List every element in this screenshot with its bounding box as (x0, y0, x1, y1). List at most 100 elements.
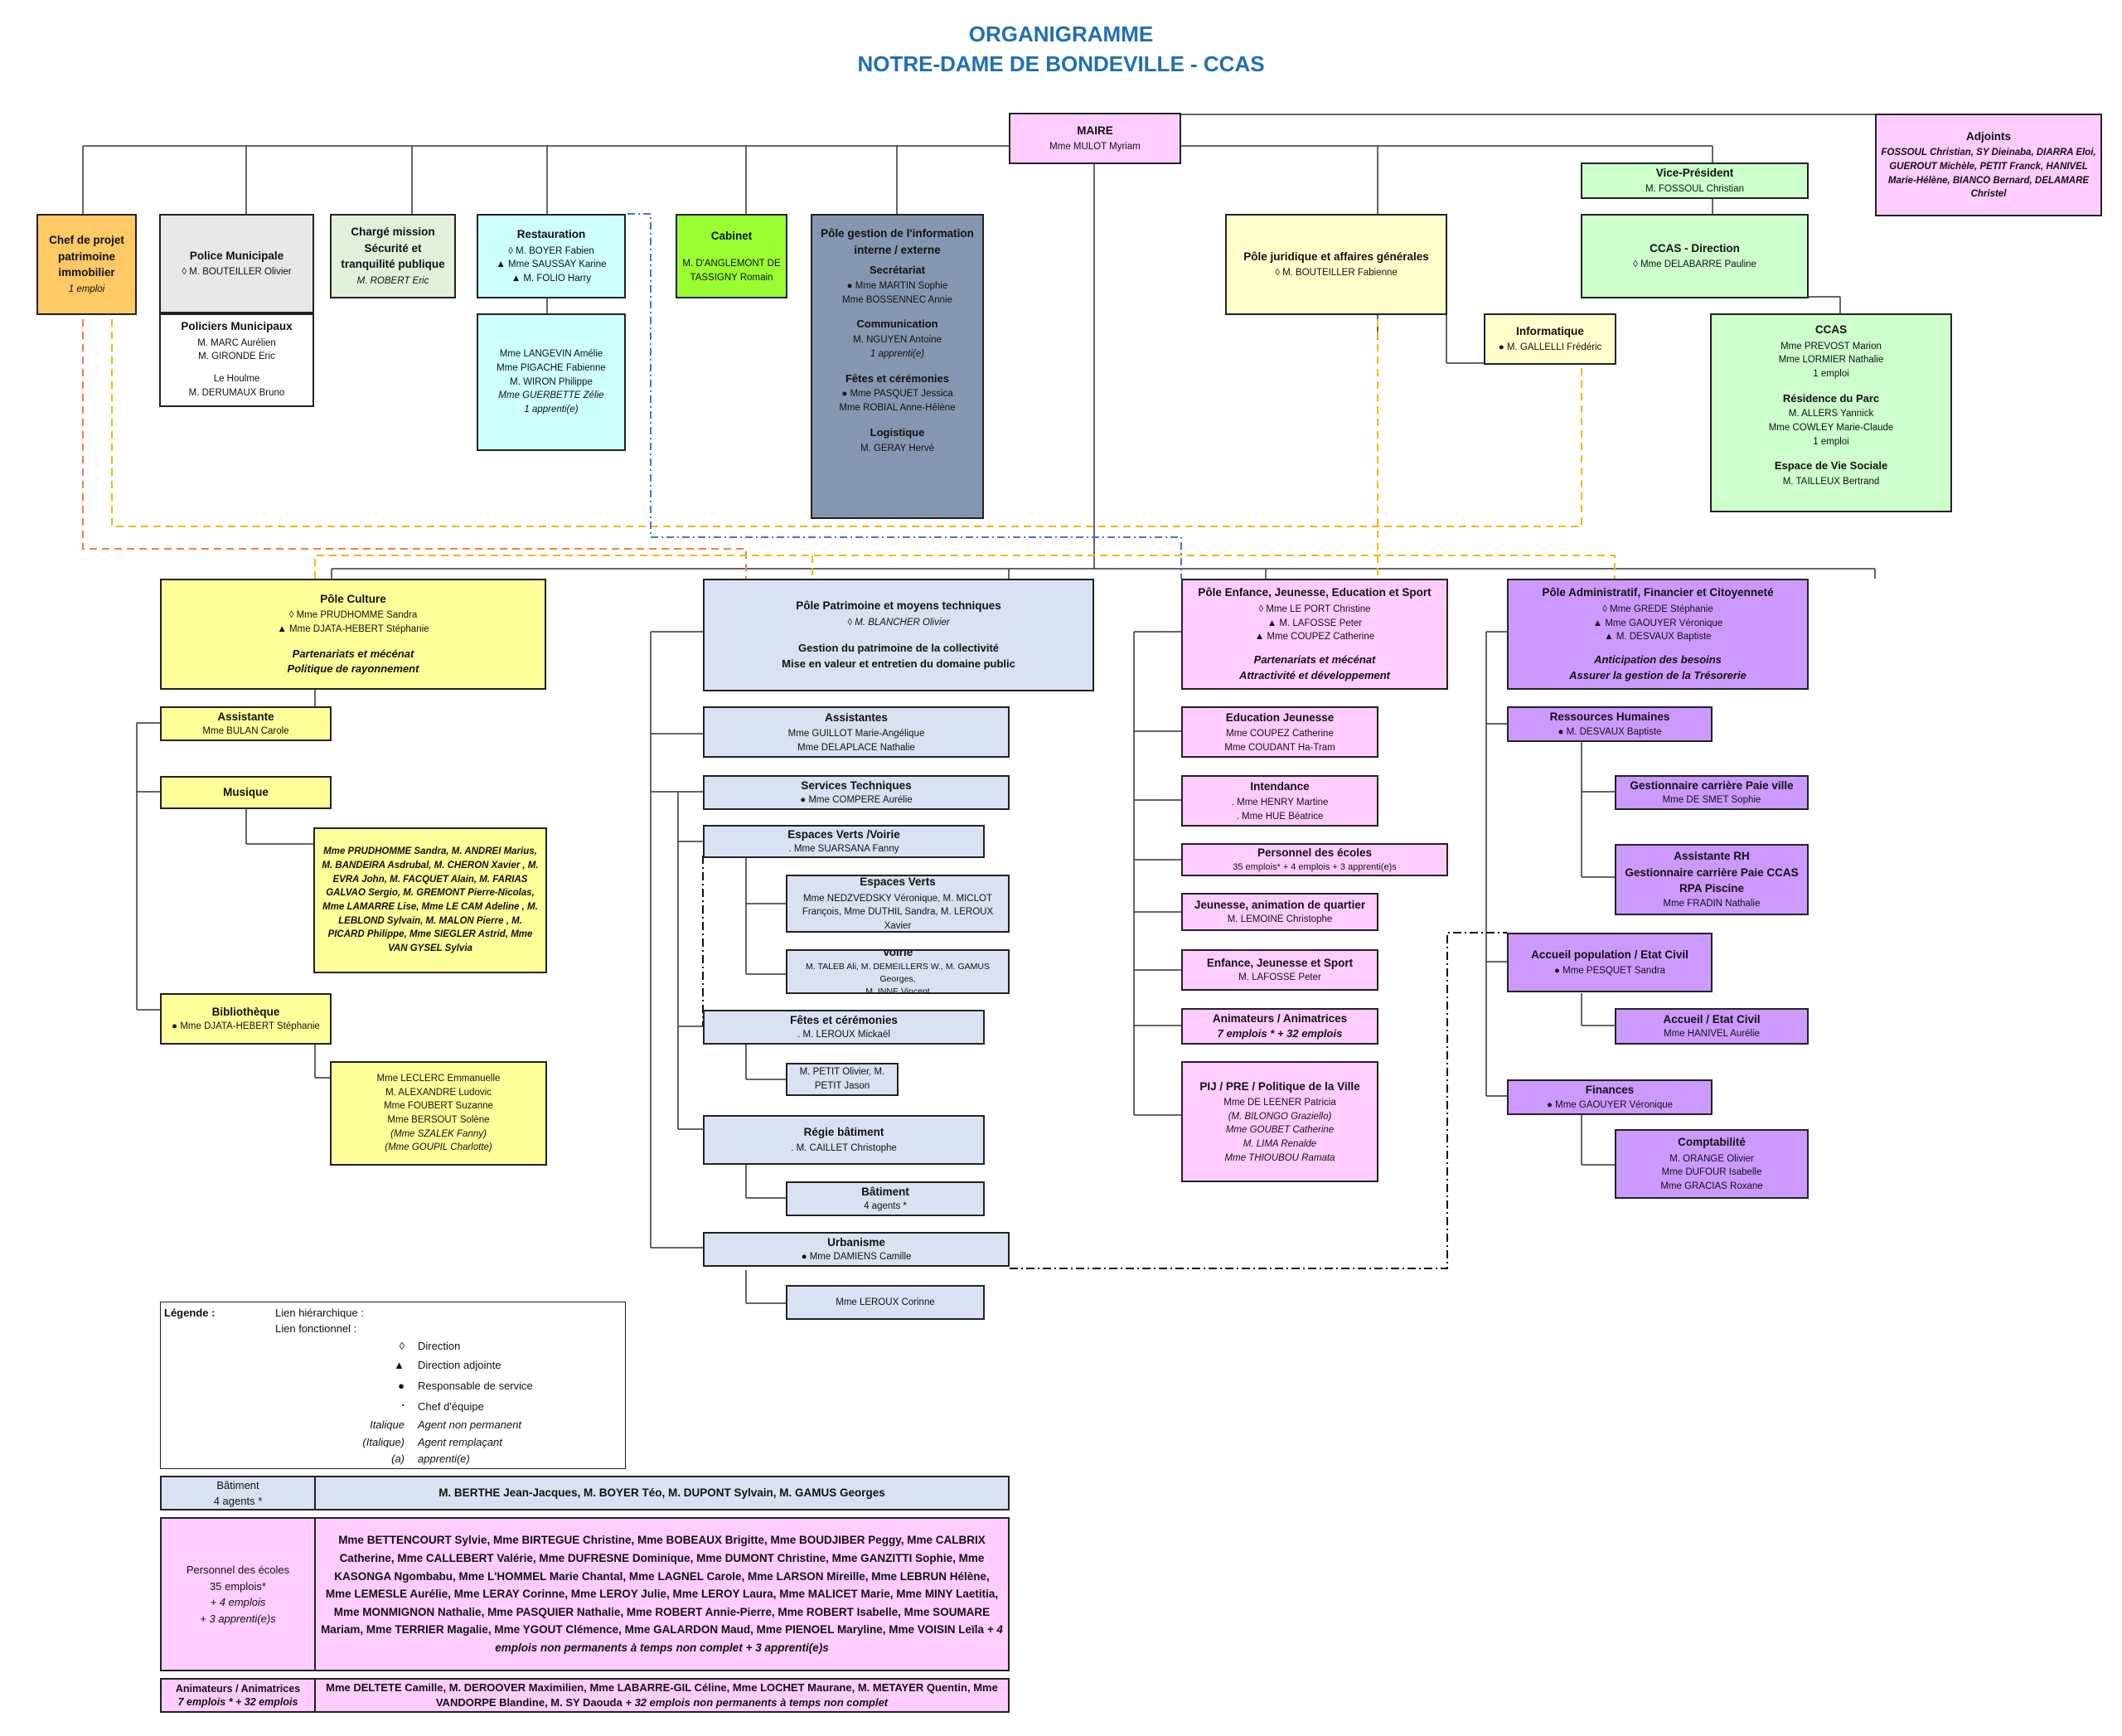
table-ecoles-label-c: + 4 emplois (210, 1596, 266, 1608)
legend-apprenti: apprenti(e) (418, 1452, 470, 1465)
pole-enfance-title: Pôle Enfance, Jeunesse, Education et Spo… (1198, 586, 1432, 599)
table-batiment: Bâtiment 4 agents * M. BERTHE Jean-Jacqu… (160, 1476, 1010, 1511)
table-animateurs: Animateurs / Animatrices 7 emplois * + 3… (160, 1678, 1010, 1713)
comptabilite-title: Comptabilité (1678, 1136, 1746, 1149)
chart-title-line2: NOTRE-DAME DE BONDEVILLE - CCAS (857, 51, 1265, 76)
bibliotheque-box: Bibliothèque ● Mme DJATA-HEBERT Stéphani… (160, 993, 332, 1045)
pole-info-s1: Secrétariat (869, 264, 926, 277)
ccas-s1c: 1 emploi (1813, 368, 1849, 379)
informatique-name: ● M. GALLELLI Frédéric (1498, 342, 1602, 353)
pole-info-s3a: ● Mme PASQUET Jessica (841, 389, 953, 400)
ccas-box: CCAS Mme PREVOST Marion Mme LORMIER Nath… (1710, 313, 1952, 512)
comptabilite-l2: Mme DUFOUR Isabelle (1661, 1167, 1762, 1178)
vice-president-name: M. FOSSOUL Christian (1645, 184, 1745, 195)
biblio-team-l5: (Mme SZALEK Fanny) (390, 1128, 487, 1139)
legend-sym-chef-equipe: . (401, 1396, 405, 1409)
intendance-box: Intendance . Mme HENRY Martine . Mme HUE… (1181, 775, 1378, 827)
finances-name: ● Mme GAOUYER Véronique (1546, 1099, 1674, 1110)
pole-culture-box: Pôle Culture ◊ Mme PRUDHOMME Sandra ▲ Mm… (160, 579, 546, 690)
pole-admin-title: Pôle Administratif, Financier et Citoyen… (1542, 586, 1774, 599)
bibliotheque-team-box: Mme LECLERC Emmanuelle M. ALEXANDRE Ludo… (330, 1061, 547, 1166)
voirie-box: Voirie M. TALEB Ali, M. DEMEILLERS W., M… (786, 949, 1010, 994)
fetes-ceremonies-title: Fêtes et cérémonies (790, 1013, 898, 1026)
police-box: Police Municipale ◊ M. BOUTEILLER Olivie… (159, 214, 314, 313)
accueil-etat-civil-box: Accueil / Etat Civil Mme HANIVEL Aurélie (1615, 1008, 1809, 1045)
espaces-verts-title: Espaces Verts (860, 875, 936, 889)
chef-projet-title: Chef de projet patrimoine immobilier (49, 234, 124, 279)
policiers-title: Policiers Municipaux (181, 320, 293, 332)
table-ecoles-label-b: 35 emplois* (210, 1579, 266, 1593)
urbanisme-team-box: Mme LEROUX Corinne (786, 1285, 985, 1320)
batiment-box: Bâtiment 4 agents * (786, 1181, 985, 1216)
musique-box: Musique (160, 776, 332, 809)
table-batiment-names: M. BERTHE Jean-Jacques, M. BOYER Téo, M.… (316, 1477, 1008, 1509)
pole-enfance-l5: Attractivité et développement (1238, 668, 1391, 681)
jeunesse-animation-title: Jeunesse, animation de quartier (1194, 898, 1366, 911)
jeunesse-animation-name: M. LEMOINE Christophe (1227, 914, 1333, 925)
maire-name: Mme MULOT Myriam (1049, 142, 1141, 153)
pij-l2: (M. BILONGO Graziello) (1228, 1111, 1332, 1122)
pole-info-title: Pôle gestion de l'information interne / … (821, 227, 974, 256)
espaces-verts-box: Espaces Verts Mme NEDZVEDSKY Véronique, … (786, 875, 1010, 933)
legend-direction-adjointe: Direction adjointe (418, 1359, 501, 1371)
pole-admin-l5: Assurer la gestion de la Trésorerie (1569, 668, 1747, 681)
police-title: Police Municipale (189, 249, 284, 262)
table-ecoles-label: Personnel des écoles 35 emplois* + 4 emp… (162, 1519, 316, 1670)
urbanisme-team-name: Mme LEROUX Corinne (836, 1297, 935, 1307)
restauration-team-l2: Mme PIGACHE Fabienne (497, 362, 606, 373)
personnel-ecoles-box: Personnel des écoles 35 emplois* + 4 emp… (1181, 843, 1448, 876)
pole-enfance-box: Pôle Enfance, Jeunesse, Education et Spo… (1181, 579, 1448, 690)
pole-patrimoine-name: ◊ M. BLANCHER Olivier (847, 617, 950, 628)
legend-functional: Lien fonctionnel : (275, 1322, 357, 1335)
regie-batiment-box: Régie bâtiment . M. CAILLET Christophe (703, 1115, 985, 1165)
ccas-s1: CCAS (1814, 323, 1848, 336)
restauration-team-l5: 1 apprenti(e) (524, 405, 579, 415)
ccas-s3: Espace de Vie Sociale (1774, 459, 1888, 473)
table-personnel-ecoles: Personnel des écoles 35 emplois* + 4 emp… (160, 1517, 1010, 1671)
pole-admin-l2: ▲ Mme GAOUYER Véronique (1592, 618, 1723, 628)
pole-info-s3: Fêtes et cérémonies (845, 371, 949, 385)
urbanisme-title: Urbanisme (827, 1235, 885, 1249)
assistante-name: Mme BULAN Carole (202, 726, 289, 737)
table-anim-label-a: Animateurs / Animatrices (175, 1682, 301, 1695)
legend-sym-direction-adjointe: ▲ (394, 1359, 405, 1371)
restauration-title: Restauration (516, 228, 586, 241)
accueil-etat-civil-title: Accueil / Etat Civil (1663, 1012, 1761, 1026)
ressources-humaines-title: Ressources Humaines (1549, 710, 1670, 724)
regie-batiment-name: . M. CAILLET Christophe (791, 1143, 897, 1154)
legend-sym-italique-paren: (Italique) (362, 1436, 405, 1448)
personnel-ecoles-note: 35 emplois* + 4 emplois + 3 apprenti(e)s (1233, 861, 1397, 872)
accueil-population-box: Accueil population / Etat Civil ● Mme PE… (1507, 933, 1713, 992)
adjoints-title: Adjoints (1966, 129, 2011, 143)
batiment-title: Bâtiment (861, 1185, 909, 1198)
restauration-box: Restauration ◊ M. BOYER Fabien ▲ Mme SAU… (477, 214, 626, 298)
ccas-s3a: M. TAILLEUX Bertrand (1782, 477, 1880, 487)
cabinet-box: Cabinet M. D'ANGLEMONT DE TASSIGNY Romai… (676, 214, 787, 298)
assistantes-l2: Mme DELAPLACE Nathalie (797, 742, 915, 753)
assistante-rh-l1: Assistante RH (1674, 850, 1750, 863)
table-anim-extra: + 32 emplois non permanents à temps non … (625, 1696, 889, 1709)
table-ecoles-cell: Mme BETTENCOURT Sylvie, Mme BIRTEGUE Chr… (316, 1519, 1008, 1670)
restauration-team-l3: M. WIRON Philippe (510, 376, 593, 387)
policiers-l1: M. MARC Aurélien (197, 337, 276, 348)
intendance-l1: . Mme HENRY Martine (1231, 798, 1329, 808)
comptabilite-box: Comptabilité M. ORANGE Olivier Mme DUFOU… (1615, 1129, 1809, 1199)
table-ecoles-label-a: Personnel des écoles (186, 1564, 290, 1576)
pij-l1: Mme DE LEENER Patricia (1223, 1098, 1336, 1108)
vice-president-title: Vice-Président (1655, 166, 1734, 179)
comptabilite-l3: Mme GRACIAS Roxane (1660, 1181, 1763, 1192)
urbanisme-box: Urbanisme ● Mme DAMIENS Camille (703, 1232, 1010, 1267)
pole-admin-l4: Anticipation des besoins (1594, 652, 1722, 666)
vice-president-box: Vice-Président M. FOSSOUL Christian (1581, 162, 1809, 199)
pole-info-s1b: Mme BOSSENNEC Annie (842, 294, 952, 305)
accueil-population-name: ● Mme PESQUET Sandra (1554, 966, 1665, 977)
charge-mission-name: M. ROBERT Eric (356, 276, 429, 286)
restauration-team-box: Mme LANGEVIN Amélie Mme PIGACHE Fabienne… (477, 313, 626, 451)
pole-patrimoine-l2: Mise en valeur et entretien du domaine p… (782, 657, 1015, 671)
legend-responsable: Responsable de service (418, 1380, 533, 1392)
pole-culture-l1: ◊ Mme PRUDHOMME Sandra (288, 610, 418, 621)
table-batiment-label-a: Bâtiment (216, 1478, 259, 1491)
pole-admin-l1: ◊ Mme GREDE Stéphanie (1602, 604, 1713, 614)
adjoints-box: Adjoints FOSSOUL Christian, SY Dieinaba,… (1875, 114, 2102, 216)
